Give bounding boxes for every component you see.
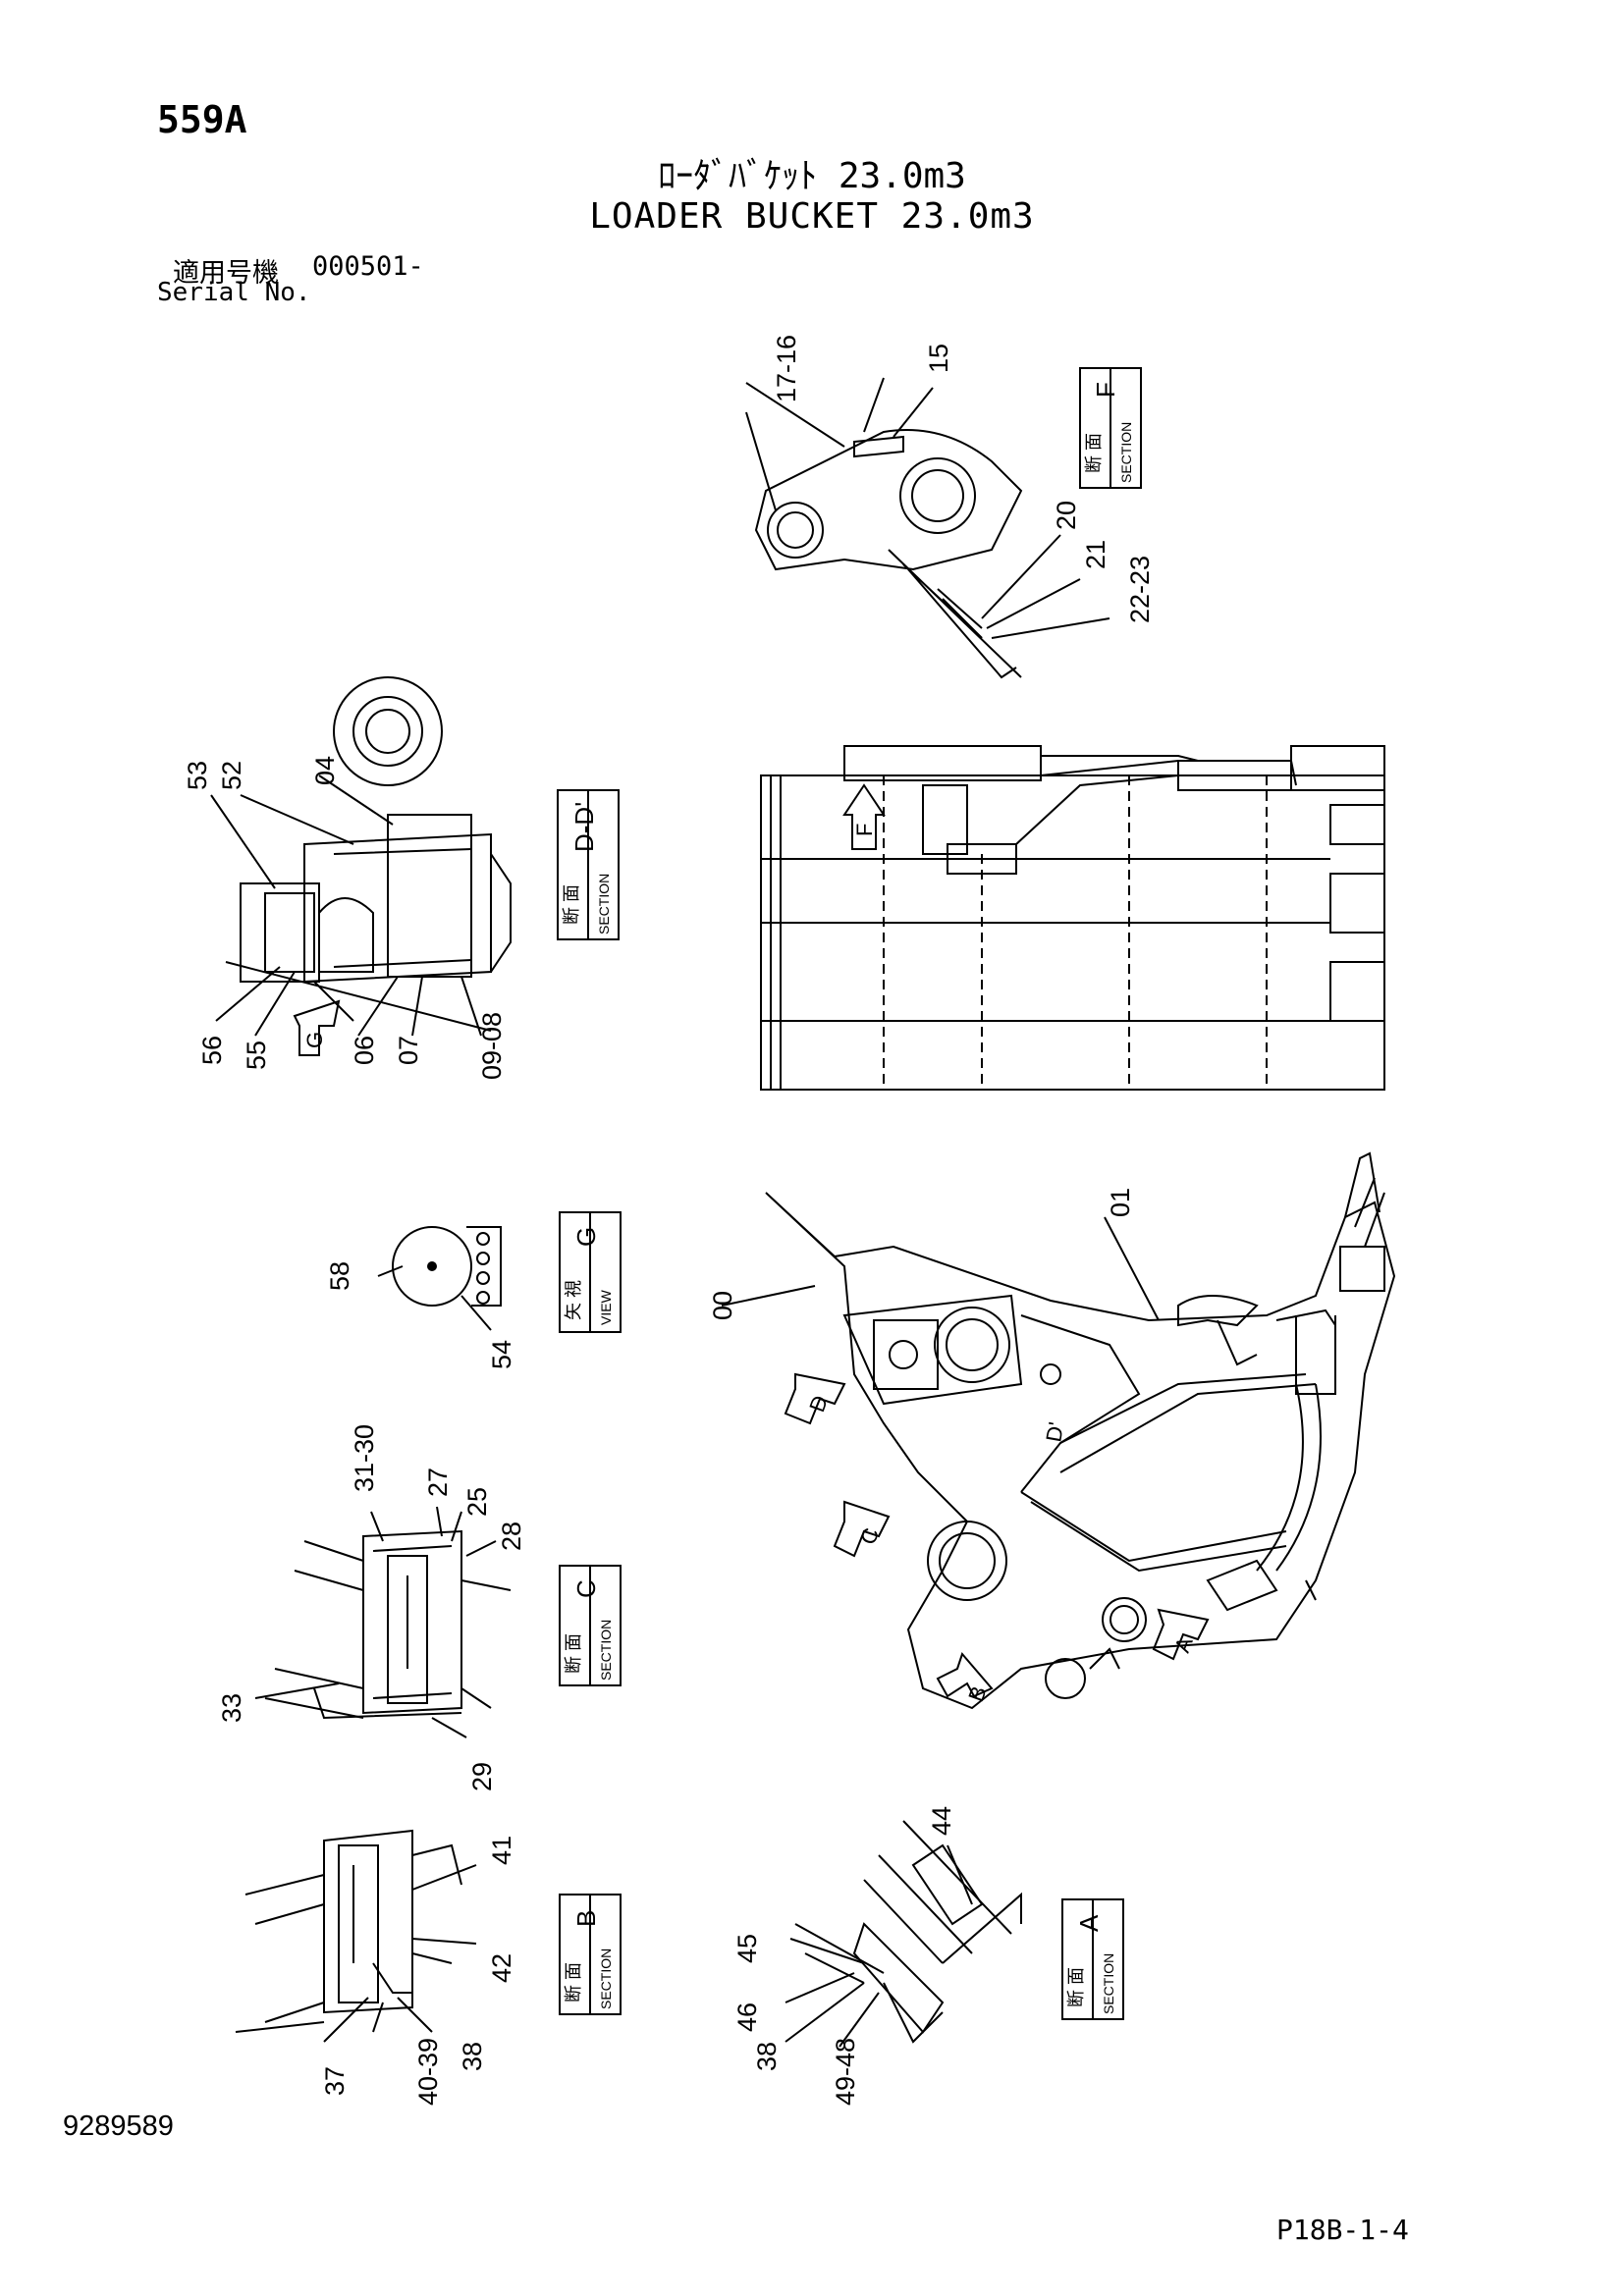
callout-21: 21 [1081, 540, 1110, 569]
section-a-jp: 断 面 [1066, 1967, 1086, 2007]
callout-37: 37 [320, 2066, 350, 2096]
section-dd-jp: 断 面 [562, 884, 581, 925]
arrow-a: A [1152, 1608, 1210, 1661]
callout-25: 25 [462, 1487, 492, 1517]
view-g-label-box: 矢 視 VIEW G [559, 1211, 622, 1333]
callout-31-30: 31-30 [350, 1424, 379, 1492]
section-c-letter: C [571, 1579, 601, 1598]
callout-15: 15 [924, 344, 953, 373]
view-g-en: VIEW [598, 1289, 614, 1325]
callout-41: 41 [487, 1836, 516, 1865]
callout-20: 20 [1052, 501, 1081, 530]
arrow-g: G [293, 999, 341, 1056]
callout-54: 54 [487, 1340, 516, 1369]
section-b-label-box: 断 面 SECTION B [559, 1894, 622, 2015]
callout-01: 01 [1106, 1188, 1135, 1217]
section-dd-letter: D-D' [569, 802, 599, 852]
serial-number-range: 000501- [312, 251, 424, 282]
section-f-en: SECTION [1118, 422, 1134, 483]
section-c-jp: 断 面 [564, 1633, 583, 1674]
arrow-c: C [833, 1500, 891, 1558]
section-a-letter: A [1074, 1914, 1104, 1932]
bucket-side-view [721, 1151, 1396, 1710]
callout-49-48: 49-48 [831, 2038, 860, 2106]
callout-28: 28 [497, 1522, 526, 1551]
arrow-f-letter: F [852, 824, 877, 836]
arrow-g-letter: G [302, 1032, 327, 1048]
callout-55: 55 [242, 1041, 271, 1070]
callout-29: 29 [467, 1762, 497, 1791]
section-dd-detail [210, 676, 512, 1037]
section-b-jp: 断 面 [564, 1962, 583, 2002]
arrow-d-prime-label: D' [1041, 1420, 1068, 1444]
serial-label-english: Serial No. [157, 278, 311, 307]
callout-46: 46 [732, 2002, 762, 2032]
view-g-letter: G [571, 1227, 601, 1247]
view-g-detail [377, 1226, 502, 1331]
callout-42: 42 [487, 1953, 516, 1983]
arrow-f: F [842, 783, 886, 850]
callout-07: 07 [394, 1036, 423, 1065]
view-g-jp: 矢 視 [564, 1280, 583, 1320]
model-number: 559A [157, 98, 247, 141]
section-a-label-box: 断 面 SECTION A [1061, 1898, 1124, 2020]
callout-44: 44 [927, 1806, 956, 1836]
callout-09-08: 09-08 [477, 1012, 507, 1080]
arrow-d-prime-letter: D' [1041, 1420, 1068, 1444]
section-f-detail [745, 377, 1110, 679]
callout-40-39: 40-39 [413, 2038, 443, 2106]
title-japanese: ﾛｰﾀﾞﾊﾞｹｯﾄ 23.0m3 [658, 156, 966, 196]
document-number: 9289589 [63, 2110, 174, 2142]
section-b-detail [235, 1829, 477, 2043]
callout-38-section-a: 38 [752, 2042, 782, 2071]
section-f-label-box: 断 面 SECTION F [1079, 367, 1142, 489]
callout-56: 56 [197, 1036, 227, 1065]
page-reference: P18B-1-4 [1276, 2214, 1409, 2246]
section-c-en: SECTION [598, 1620, 614, 1681]
callout-00: 00 [708, 1291, 737, 1320]
serial-label-japanese: 適用号機 [173, 258, 279, 289]
callout-33: 33 [217, 1693, 246, 1723]
section-b-letter: B [571, 1910, 601, 1927]
callout-52: 52 [217, 761, 246, 790]
callout-06: 06 [350, 1036, 379, 1065]
section-b-en: SECTION [598, 1949, 614, 2009]
section-c-label-box: 断 面 SECTION C [559, 1565, 622, 1686]
callout-38: 38 [458, 2042, 487, 2071]
callout-45: 45 [732, 1934, 762, 1963]
callout-27: 27 [423, 1468, 453, 1497]
section-a-detail [785, 1820, 1022, 2048]
section-f-letter: F [1091, 382, 1120, 398]
section-c-detail [254, 1506, 512, 1738]
callout-04: 04 [310, 756, 340, 785]
arrow-d-letter: D [804, 1392, 833, 1415]
callout-17-16: 17-16 [772, 335, 801, 402]
arrow-d: D [784, 1372, 846, 1425]
arrow-b-letter: B [963, 1682, 992, 1704]
section-a-en: SECTION [1101, 1953, 1116, 2014]
section-f-jp: 断 面 [1084, 433, 1104, 473]
callout-22-23: 22-23 [1125, 556, 1155, 623]
title-english: LOADER BUCKET 23.0m3 [589, 196, 1035, 237]
callout-53: 53 [183, 761, 212, 790]
section-dd-label-box: 断 面 SECTION D-D' [557, 789, 620, 940]
section-dd-en: SECTION [596, 874, 612, 934]
callout-58: 58 [325, 1261, 354, 1291]
bucket-top-view [760, 745, 1385, 1091]
